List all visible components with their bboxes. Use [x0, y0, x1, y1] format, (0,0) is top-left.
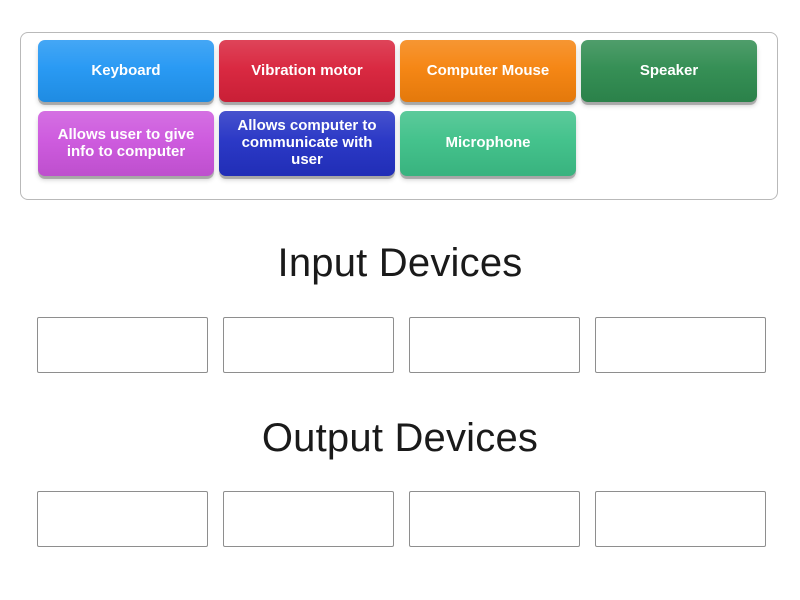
- dropzone-input-3[interactable]: [409, 317, 580, 373]
- dropzone-input-1[interactable]: [37, 317, 208, 373]
- dropzone-output-2[interactable]: [223, 491, 394, 547]
- draggable-tile-input-definition[interactable]: Allows user to give info to computer: [38, 111, 214, 176]
- dropzone-input-2[interactable]: [223, 317, 394, 373]
- draggable-tile-vibration-motor[interactable]: Vibration motor: [219, 40, 395, 102]
- tile-tray: Keyboard Vibration motor Computer Mouse …: [20, 32, 778, 200]
- tile-tray-row-1: Keyboard Vibration motor Computer Mouse …: [27, 40, 771, 102]
- tile-slot: Keyboard: [38, 40, 214, 102]
- draggable-tile-output-definition[interactable]: Allows computer to communicate with user: [219, 111, 395, 176]
- tile-slot: Allows computer to communicate with user: [219, 111, 395, 176]
- tile-slot: Microphone: [400, 111, 576, 176]
- tile-slot-empty: [581, 111, 757, 176]
- tile-slot: Speaker: [581, 40, 757, 102]
- group-title-input-devices: Input Devices: [277, 241, 523, 285]
- dropzone-output-3[interactable]: [409, 491, 580, 547]
- draggable-tile-microphone[interactable]: Microphone: [400, 111, 576, 176]
- dropzone-output-1[interactable]: [37, 491, 208, 547]
- dropzone-input-4[interactable]: [595, 317, 766, 373]
- dropzone-row-input-devices: [37, 317, 766, 373]
- group-title-output-devices: Output Devices: [261, 416, 539, 460]
- tile-slot: Allows user to give info to computer: [38, 111, 214, 176]
- dropzone-output-4[interactable]: [595, 491, 766, 547]
- draggable-tile-computer-mouse[interactable]: Computer Mouse: [400, 40, 576, 102]
- tile-tray-row-2: Allows user to give info to computer All…: [27, 111, 771, 176]
- draggable-tile-keyboard[interactable]: Keyboard: [38, 40, 214, 102]
- draggable-tile-speaker[interactable]: Speaker: [581, 40, 757, 102]
- tile-slot: Computer Mouse: [400, 40, 576, 102]
- dropzone-row-output-devices: [37, 491, 766, 547]
- tile-slot: Vibration motor: [219, 40, 395, 102]
